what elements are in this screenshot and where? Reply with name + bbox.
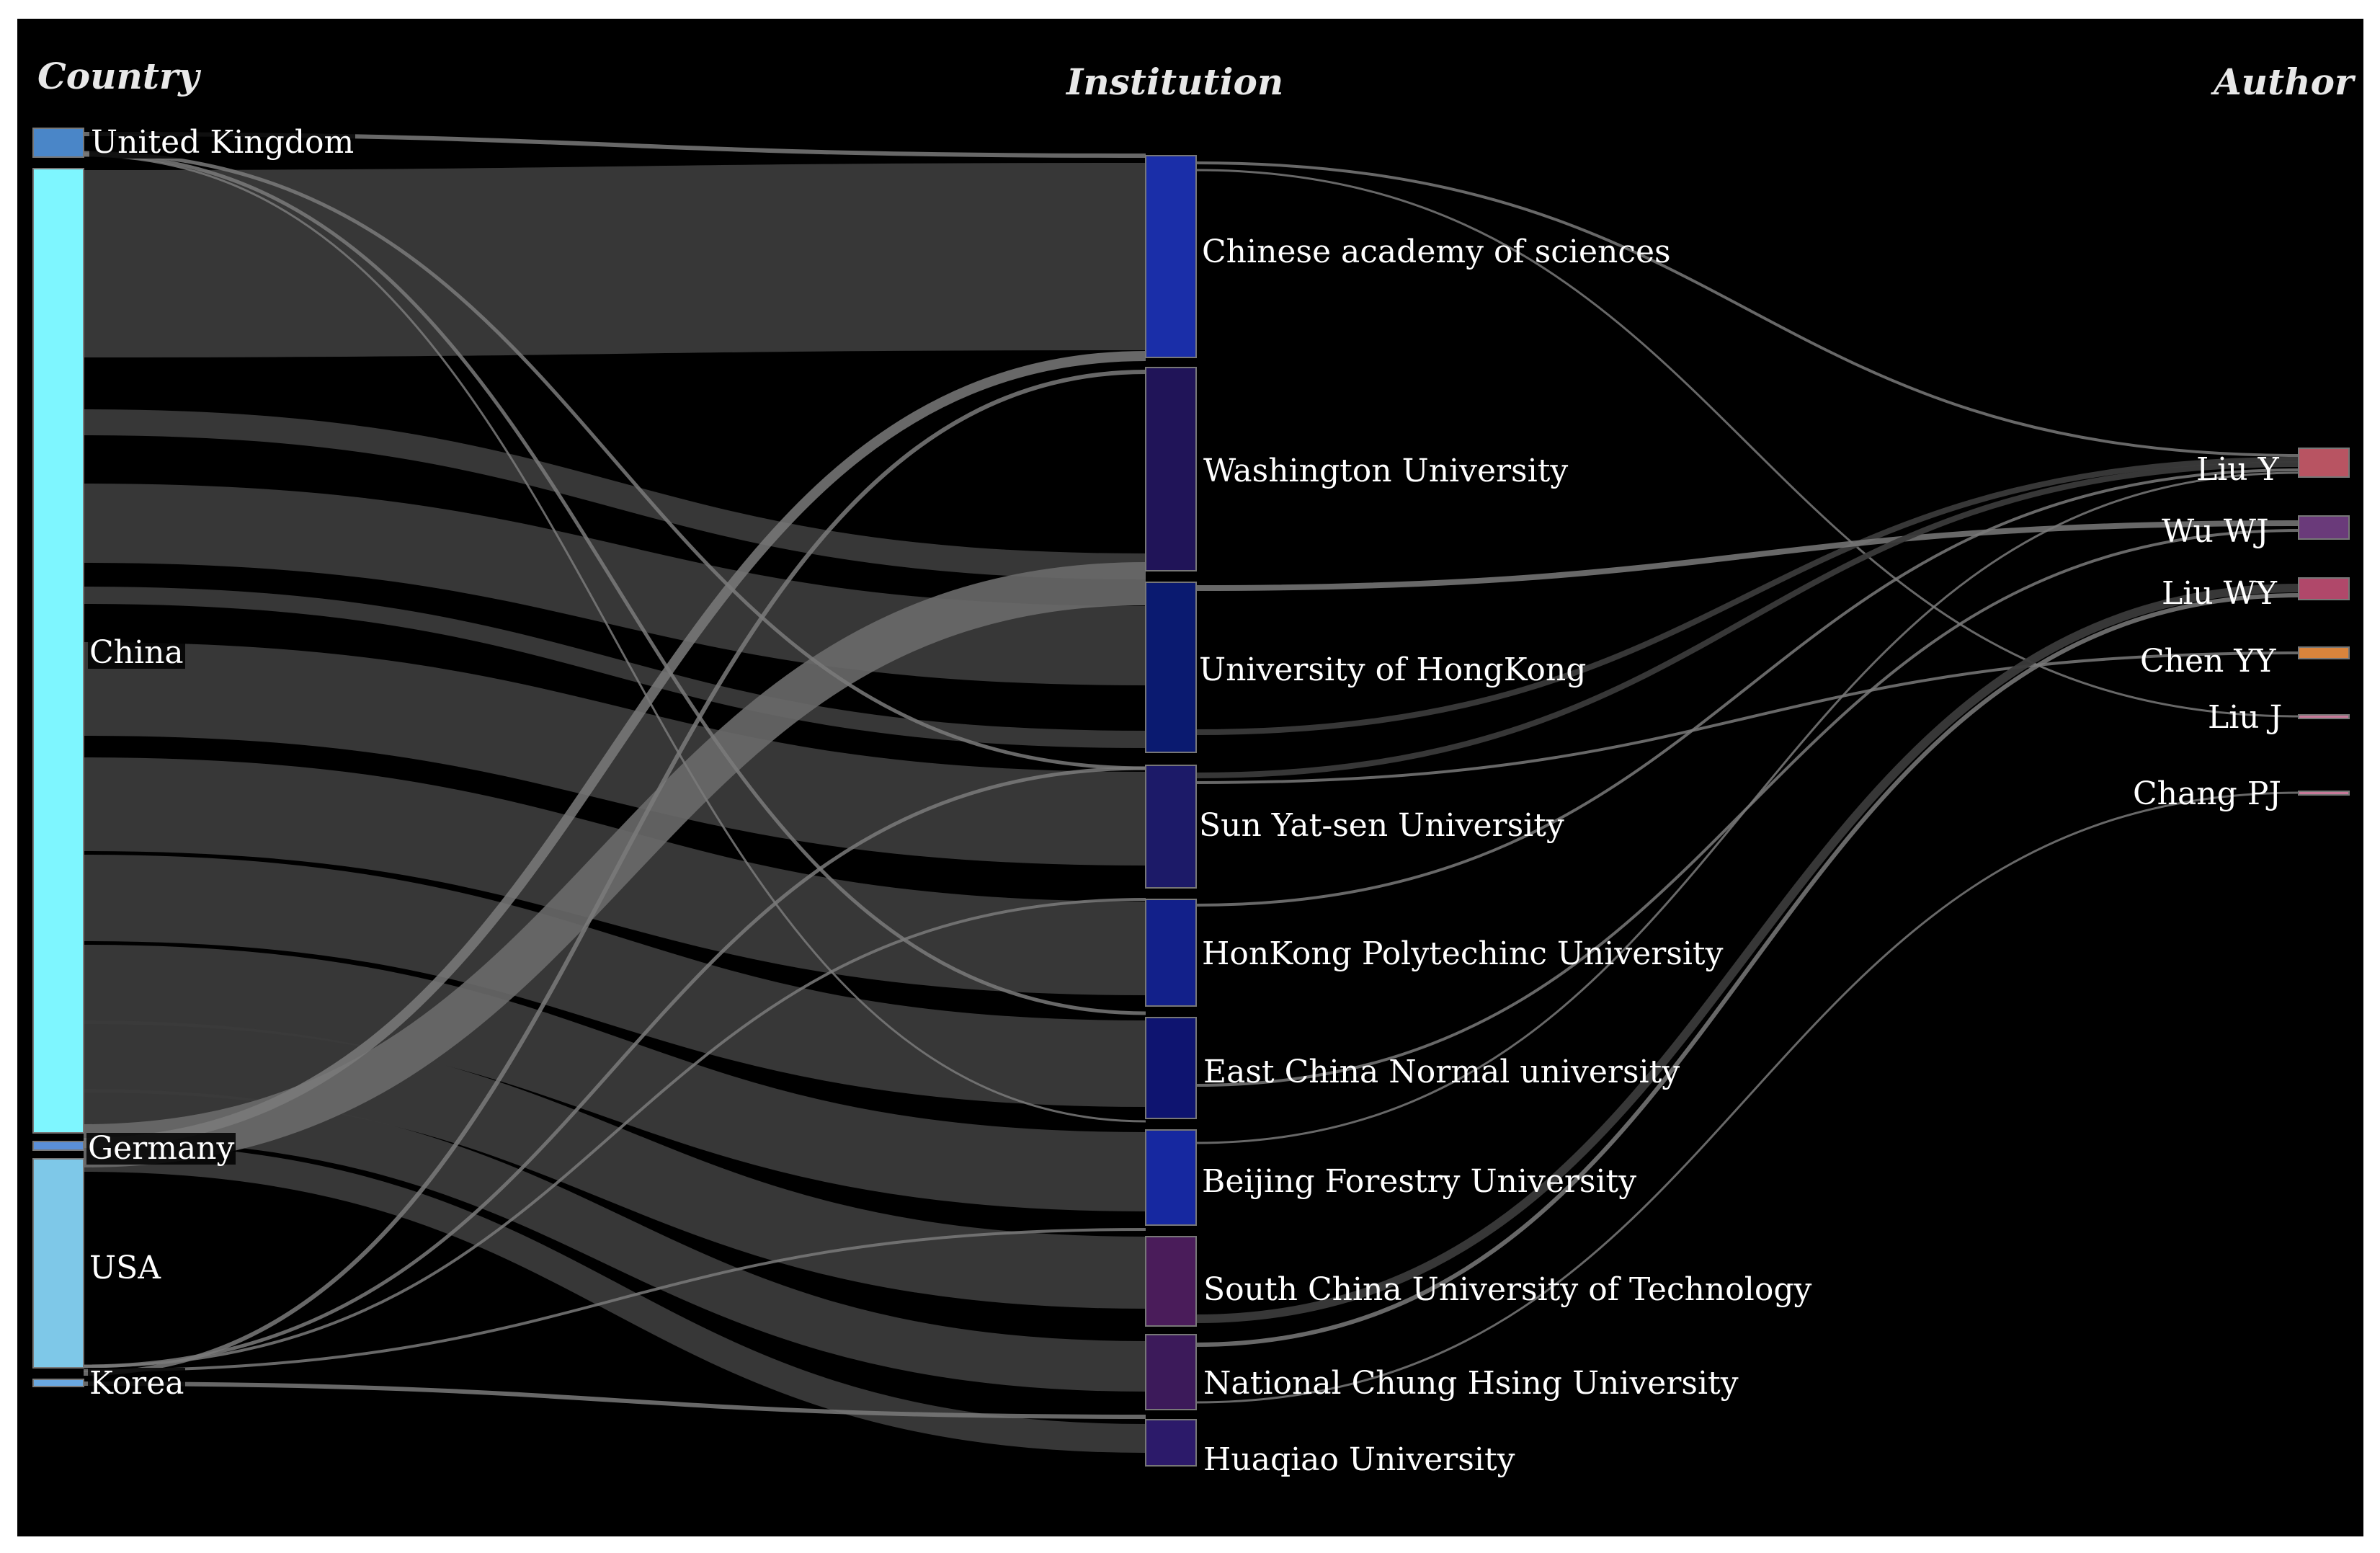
institution-label-bfu: Beijing Forestry University [1202, 1163, 1637, 1200]
node-chenyy [2298, 646, 2350, 659]
node-ecnu [1145, 1017, 1197, 1119]
node-hku [1145, 582, 1197, 753]
node-bfu [1145, 1129, 1197, 1226]
author-label-liu-y: Liu Y [2196, 451, 2279, 488]
institution-label-hqu: Huaqiao University [1203, 1441, 1515, 1478]
column-title-author: Author [2214, 61, 2354, 103]
link-polyu-to-liuy [1195, 468, 2299, 907]
node-china [32, 168, 84, 1134]
node-hqu [1145, 1419, 1197, 1467]
institution-label-cas: Chinese academy of sciences [1202, 233, 1671, 270]
institution-label-ecnu: East China Normal university [1203, 1054, 1680, 1090]
link-korea-to-nchu [83, 1381, 1146, 1419]
author-label-chang-pj: Chang PJ [2133, 775, 2281, 812]
author-label-wu-wj: Wu WJ [2162, 513, 2269, 550]
link-germany-to-wash [83, 562, 1146, 1167]
link-hku-to-liuy [1195, 457, 2299, 735]
country-label-germany: Germany [86, 1130, 236, 1167]
node-usa [32, 1158, 84, 1369]
node-scut [1145, 1236, 1197, 1327]
node-polyu [1145, 899, 1197, 1007]
sankey-links [83, 132, 2299, 1453]
institution-label-polyu: HonKong Polytechinc University [1202, 935, 1724, 972]
link-nchu-to-liuwy [1195, 593, 2299, 1347]
link-china-to-hqu [83, 1143, 1146, 1453]
node-sysu [1145, 765, 1197, 889]
sankey-nodes [32, 128, 2350, 1467]
institution-label-sysu: Sun Yat-sen University [1199, 807, 1564, 844]
column-title-institution: Institution [1066, 61, 1284, 103]
link-cas-to-liuy [1195, 161, 2299, 457]
link-china-to-cas [83, 163, 1146, 357]
link-sysu-to-chenyy [1195, 651, 2299, 784]
link-uk-to-ecnu [83, 152, 1146, 1015]
link-usa-to-wash [83, 370, 1146, 1376]
node-liuy [2298, 448, 2350, 478]
node-liuj [2298, 714, 2350, 719]
link-usa-to-sysu [83, 766, 1146, 1369]
author-label-liu-j: Liu J [2208, 699, 2283, 736]
node-wuwj [2298, 515, 2350, 540]
country-label-united-kingdom: United Kingdom [89, 124, 356, 161]
node-uk [32, 128, 84, 158]
link-uk-to-sysu [83, 151, 1146, 770]
node-cas [1145, 155, 1197, 358]
author-label-liu-wy: Liu WY [2162, 575, 2277, 612]
country-label-china: China [88, 634, 185, 671]
link-china-to-ecnu [83, 855, 1146, 1107]
link-germany-to-cas [83, 351, 1146, 1148]
sankey-frame: Country Institution Author United Kingdo… [17, 19, 2363, 1536]
country-label-korea: Korea [88, 1365, 186, 1402]
link-bfu-to-liuy [1195, 471, 2299, 1144]
node-wash [1145, 367, 1197, 571]
link-usa-to-bfu [83, 1228, 1146, 1372]
institution-label-washington: Washington University [1203, 453, 1569, 489]
institution-label-scut: South China University of Technology [1203, 1271, 1812, 1308]
link-cas-to-liuj [1195, 169, 2299, 718]
link-china-to-scut [83, 1020, 1146, 1309]
institution-label-nchu: National Chung Hsing University [1203, 1365, 1739, 1402]
link-china-to-wash [83, 409, 1146, 579]
node-korea [32, 1379, 84, 1387]
node-liuwy [2298, 577, 2350, 600]
link-hku-to-wuwj [1195, 520, 2299, 591]
sankey-diagram [32, 128, 2350, 1467]
link-china-to-bfu [83, 945, 1146, 1211]
column-title-country: Country [37, 55, 200, 97]
country-label-usa: USA [88, 1250, 162, 1286]
link-nchu-to-changpj [1195, 791, 2299, 1404]
node-nchu [1145, 1334, 1197, 1410]
link-usa-to-polyu [83, 898, 1146, 1368]
link-uk-to-bfu [83, 154, 1146, 1123]
node-changpj [2298, 791, 2350, 796]
node-germany [32, 1141, 84, 1151]
link-sysu-to-liuy [1195, 461, 2299, 778]
institution-label-hku: University of HongKong [1199, 651, 1587, 688]
author-label-chen-yy: Chen YY [2140, 643, 2276, 680]
link-scut-to-liuwy [1195, 584, 2299, 1323]
